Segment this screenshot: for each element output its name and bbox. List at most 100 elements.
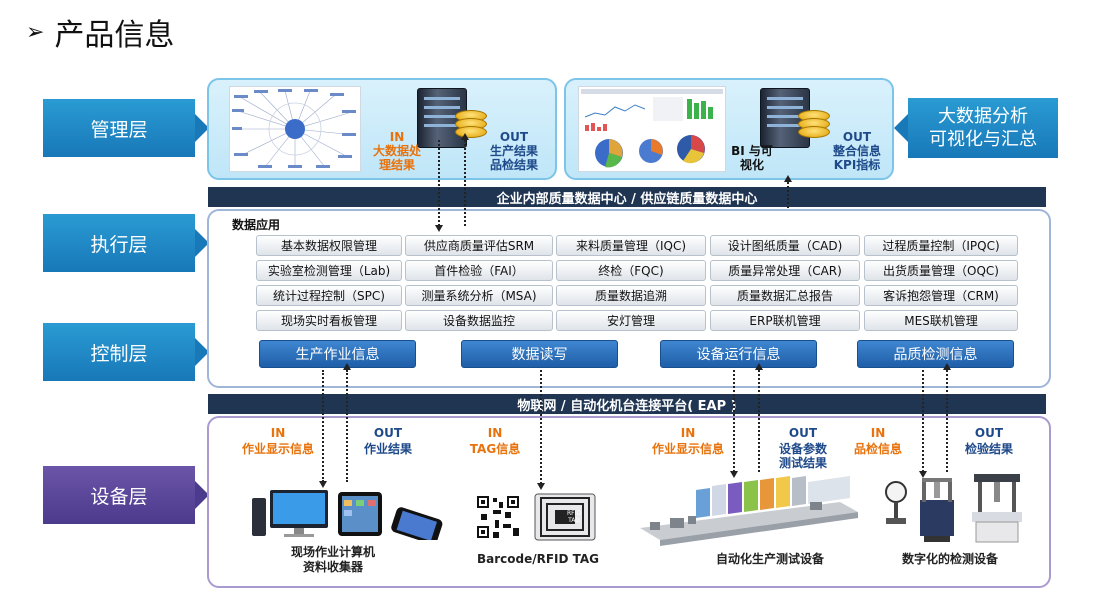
data-app-label: 数据应用: [232, 218, 281, 232]
app-module[interactable]: 现场实时看板管理: [256, 310, 402, 331]
database-icon: [455, 110, 487, 138]
mgmt-panel-left: IN 大数据处 理结果 OUT 生产结果 品检结果: [207, 78, 557, 180]
mgmt-in-text: 大数据处 理结果: [372, 144, 421, 172]
app-module[interactable]: 基本数据权限管理: [256, 235, 402, 256]
app-module[interactable]: 客诉抱怨管理（CRM): [864, 285, 1018, 306]
dashed-connector: [946, 370, 948, 472]
app-module[interactable]: 测量系统分析（MSA): [405, 285, 553, 306]
dashed-connector: [922, 370, 924, 472]
mgmt-out-text: 生产结果 品检结果: [489, 144, 538, 172]
app-module[interactable]: 供应商质量评估SRM: [405, 235, 553, 256]
app-module[interactable]: MES联机管理: [864, 310, 1018, 331]
layer-execution-label: 执行层: [90, 233, 148, 256]
rfid-chip-text: RFID TAG: [566, 510, 581, 524]
layer-management: 管理层: [43, 99, 195, 157]
arrow-left-icon: [894, 114, 908, 142]
flow-tag: OUT: [974, 426, 1004, 440]
layer-control: 控制层: [43, 323, 195, 381]
app-module[interactable]: 出货质量管理（OQC): [864, 260, 1018, 281]
computer-devices-image: [252, 490, 443, 540]
app-module[interactable]: 安灯管理: [556, 310, 706, 331]
mgmt-in-tag: IN: [389, 130, 405, 144]
device-label: 数字化的检测设备: [901, 552, 998, 566]
device-label: Barcode/RFID TAG: [476, 552, 600, 566]
arrow-up-icon: [343, 363, 351, 370]
flow-tag: IN: [270, 426, 286, 440]
dashed-connector: [733, 370, 735, 472]
app-module[interactable]: 质量数据汇总报告: [710, 285, 860, 306]
flow-text: 作业显示信息: [241, 442, 314, 456]
dashed-connector: [758, 370, 760, 472]
flow-text: 设备参数 测试结果: [778, 442, 827, 470]
mindmap-graphic: [232, 89, 356, 168]
mgmt-right-out-tag: OUT: [842, 130, 872, 144]
dashed-connector: [346, 370, 348, 482]
flow-tag: IN: [680, 426, 696, 440]
database-icon: [798, 110, 830, 138]
dashed-connector: [540, 370, 542, 484]
layer-device-label: 设备层: [90, 485, 148, 508]
flow-text: 品检信息: [853, 442, 902, 456]
app-module[interactable]: ERP联机管理: [710, 310, 860, 331]
datacenter-bar: 企业内部质量数据中心 / 供应链质量数据中心: [208, 187, 1046, 207]
layer-control-label: 控制层: [90, 342, 148, 365]
control-quality-info[interactable]: 品质检测信息: [857, 340, 1014, 368]
dashboard-graphic: [581, 89, 723, 168]
arrow-down-icon: [435, 225, 443, 232]
layer-device: 设备层: [43, 466, 195, 524]
dashed-connector: [438, 140, 440, 226]
inspection-devices-image: [885, 474, 1022, 543]
arrow-right-icon: [195, 114, 209, 142]
dashed-connector: [322, 370, 324, 482]
app-module[interactable]: 来料质量管理（IQC): [556, 235, 706, 256]
mgmt-right-out-text: 整合信息 KPI指标: [832, 144, 881, 172]
page-title: 产品信息: [54, 18, 175, 53]
flow-text: TAG信息: [469, 442, 521, 456]
arrow-right-icon: [195, 338, 209, 366]
arrow-down-icon: [319, 481, 327, 488]
big-data-label: 大数据分析 可视化与汇总: [908, 98, 1058, 158]
mgmt-out-tag: OUT: [499, 130, 529, 144]
barcode-rfid-image: [475, 493, 596, 541]
app-module[interactable]: 设备数据监控: [405, 310, 553, 331]
arrow-up-icon: [461, 133, 469, 140]
flow-tag: OUT: [788, 426, 818, 440]
control-production-info[interactable]: 生产作业信息: [259, 340, 416, 368]
control-equipment-status[interactable]: 设备运行信息: [660, 340, 817, 368]
app-module[interactable]: 设计图纸质量（CAD): [710, 235, 860, 256]
bi-text: BI 与可 视化: [731, 144, 773, 172]
arrow-down-icon: [730, 471, 738, 478]
control-data-rw[interactable]: 数据读写: [461, 340, 618, 368]
app-module[interactable]: 质量异常处理（CAR): [710, 260, 860, 281]
app-module[interactable]: 首件检验（FAI）: [405, 260, 553, 281]
app-module[interactable]: 统计过程控制（SPC): [256, 285, 402, 306]
page-title-row: ➢ 产品信息: [26, 10, 174, 54]
app-module[interactable]: 实验室检测管理（Lab): [256, 260, 402, 281]
flow-text: 作业结果: [363, 442, 412, 456]
title-arrow-icon: ➢: [26, 19, 45, 45]
arrow-up-icon: [784, 175, 792, 182]
flow-text: 作业显示信息: [651, 442, 724, 456]
layer-execution: 执行层: [43, 214, 195, 272]
mgmt-panel-right: BI 与可 视化 OUT 整合信息 KPI指标: [564, 78, 894, 180]
flow-text: 检验结果: [964, 442, 1013, 456]
arrow-up-icon: [943, 363, 951, 370]
device-label: 现场作业计算机 资料收集器: [290, 545, 375, 574]
app-module[interactable]: 质量数据追溯: [556, 285, 706, 306]
device-label: 自动化生产测试设备: [715, 552, 824, 566]
iot-bar: 物联网 / 自动化机台连接平台( EAP ): [208, 394, 1046, 414]
dashed-connector: [464, 140, 466, 226]
dashboard-image: [578, 86, 726, 172]
app-module[interactable]: 终检（FQC): [556, 260, 706, 281]
arrow-down-icon: [537, 483, 545, 490]
arrow-down-icon: [919, 471, 927, 478]
arrow-right-icon: [195, 229, 209, 257]
dashed-connector: [787, 182, 789, 208]
flow-tag: IN: [870, 426, 886, 440]
arrow-right-icon: [195, 481, 209, 509]
flow-tag: IN: [487, 426, 503, 440]
mindmap-image: [229, 86, 361, 172]
app-module[interactable]: 过程质量控制（IPQC): [864, 235, 1018, 256]
arrow-up-icon: [755, 363, 763, 370]
flow-tag: OUT: [373, 426, 403, 440]
